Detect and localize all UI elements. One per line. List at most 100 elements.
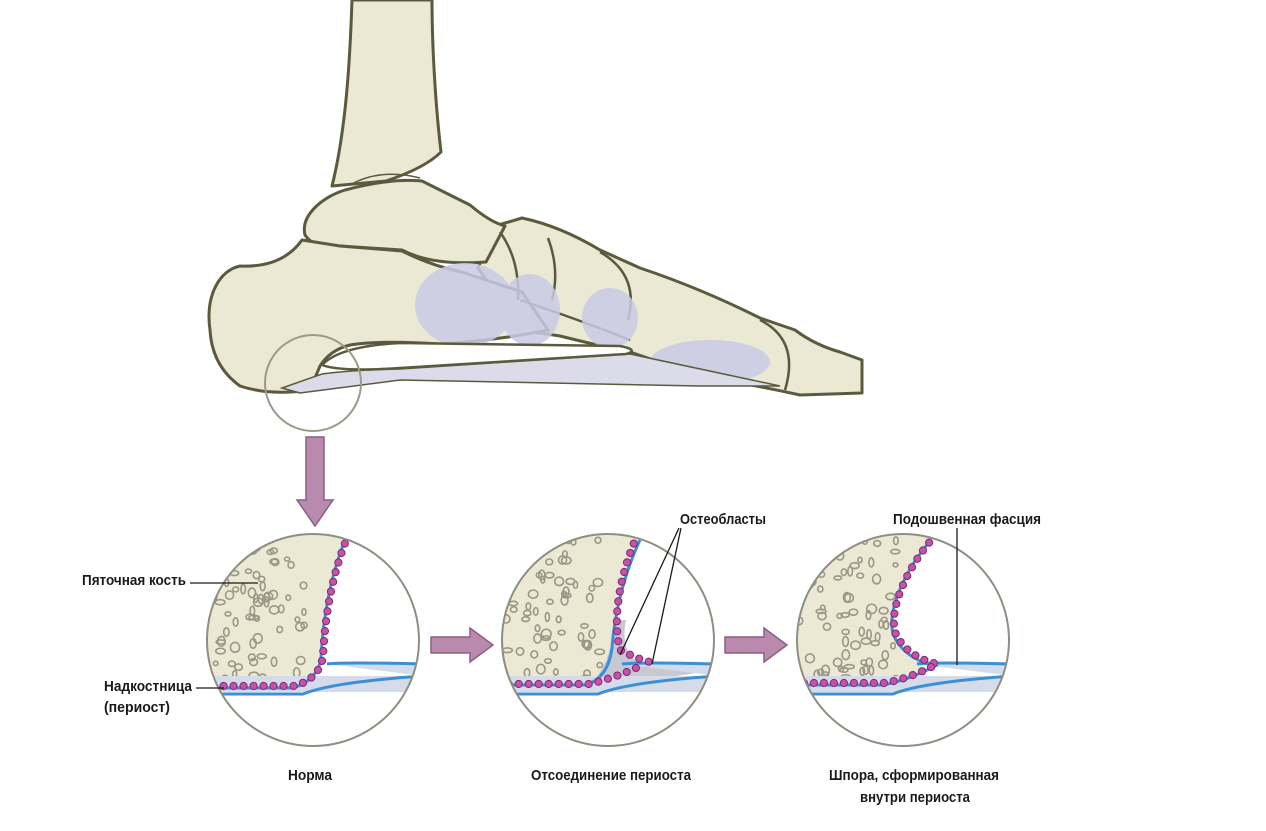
bone-pore: [804, 653, 816, 664]
bone-pore: [552, 668, 559, 676]
bone-pore: [840, 611, 850, 619]
osteoblast-cell: [917, 667, 927, 676]
bone-pore: [247, 653, 257, 662]
osteoblast-cell: [614, 637, 623, 646]
osteoblast-cell: [574, 679, 583, 689]
caption-normal: Норма: [288, 767, 333, 784]
bone-pore: [229, 641, 241, 654]
osteoblast-cell: [323, 607, 332, 616]
osteoblast-cell: [249, 681, 258, 691]
bone-pore: [841, 635, 850, 648]
bone-pore: [596, 661, 604, 669]
osteoblast-cell: [891, 629, 900, 638]
bone-pore: [514, 534, 526, 547]
bone-pore: [588, 629, 596, 640]
bone-pore: [283, 556, 291, 562]
osteoblast-cell: [337, 548, 346, 558]
bone-pore: [588, 584, 596, 592]
osteoblast-cell: [594, 677, 603, 686]
bone-pore: [822, 622, 832, 631]
panel-content: [797, 534, 1009, 746]
bone-pore: [594, 648, 606, 656]
bone-pore: [502, 605, 508, 612]
osteoblast-cell: [317, 656, 327, 666]
bone-pore: [592, 577, 604, 588]
calcaneus-bone: [502, 534, 640, 685]
detail-circle-outline: [206, 533, 420, 747]
osteoblast-cell: [622, 667, 631, 677]
bone-pore: [220, 541, 232, 553]
bone-pore: [257, 575, 266, 583]
bone-pore: [221, 542, 228, 549]
bone-pore: [847, 565, 854, 577]
osteoblast-cell: [554, 679, 563, 689]
magnifier-circle: [264, 334, 362, 432]
osteoblast-cell: [613, 607, 622, 616]
bone-pore: [848, 608, 859, 617]
caption-spur-line2: внутри периоста: [860, 789, 971, 806]
bone-pore: [244, 568, 253, 575]
osteoblast-cell: [564, 679, 573, 689]
bone-pore: [515, 646, 525, 657]
bone-pore: [545, 598, 554, 605]
osteoblast-cell: [869, 678, 879, 688]
fascia-top-line: [326, 661, 419, 666]
bone-pore: [212, 660, 219, 667]
bone-pore: [870, 639, 881, 647]
bone-pore: [889, 642, 897, 650]
bone-pore: [820, 664, 831, 676]
bone-pore: [872, 539, 882, 548]
bone-pore: [555, 615, 562, 624]
bone-pore: [858, 626, 866, 637]
bone-pore: [871, 573, 882, 585]
bone-pore: [843, 663, 856, 670]
bone-pore: [532, 551, 542, 558]
panel-content: [207, 534, 419, 746]
osteoblast-cell: [269, 681, 278, 691]
osteoblast-cell: [514, 679, 523, 689]
foot-skeleton: [207, 0, 864, 432]
detail-circle-outline: [796, 533, 1010, 747]
osteoblast-cell: [289, 681, 298, 691]
osteoblast-cell: [340, 539, 349, 548]
bone-pore: [889, 548, 901, 555]
bone-pore: [207, 556, 216, 567]
bone-pore: [299, 581, 308, 590]
label-periosteum: Надкостница: [104, 678, 193, 695]
bone-pore: [534, 624, 541, 633]
leader-osteoblasts: [619, 527, 682, 665]
osteoblast-cell: [320, 627, 330, 636]
osteoblast-cell: [279, 681, 288, 691]
bone-pore: [545, 558, 554, 566]
bone-pore: [836, 612, 844, 620]
osteoblast-cell: [899, 674, 908, 683]
bone-pore: [862, 665, 870, 676]
osteoblast-cell: [298, 678, 308, 687]
bone-pore: [885, 592, 896, 601]
bone-pore: [233, 663, 244, 672]
bone-pore: [865, 603, 878, 615]
bone-pore: [553, 576, 565, 587]
bone-pore: [849, 561, 860, 570]
bone-pore: [214, 598, 226, 606]
osteoblast-cell: [829, 678, 839, 688]
calcaneus-bone: [207, 534, 345, 688]
osteoblast-cell: [334, 558, 343, 567]
bone-pore: [269, 558, 279, 565]
bone-pore: [815, 608, 827, 615]
bone-pore: [892, 536, 899, 546]
bone-pore: [841, 628, 851, 636]
bone-pore: [256, 653, 268, 660]
bone-pore: [277, 604, 285, 614]
osteoblast-cell: [622, 558, 632, 567]
bone-pore: [548, 641, 559, 652]
bone-pore: [249, 657, 259, 667]
bone-pore: [535, 663, 546, 675]
bone-pore: [806, 573, 817, 580]
bone-pore: [270, 656, 278, 668]
bone-pore: [530, 650, 539, 659]
bone-pore: [877, 659, 889, 670]
caption-spur-line1: Шпора, сформированная: [829, 767, 999, 784]
bone-pore: [881, 650, 890, 661]
